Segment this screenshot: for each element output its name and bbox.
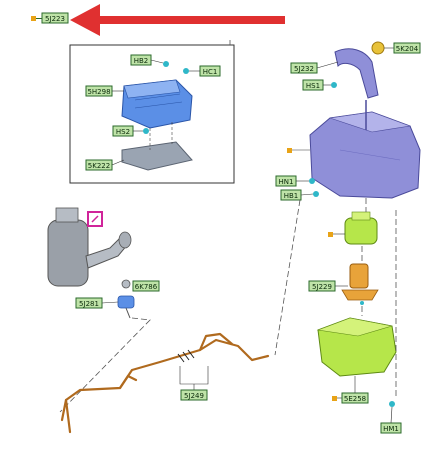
- clip-hb2: [163, 61, 169, 67]
- clip-hs1: [331, 82, 337, 88]
- label-5e258-text: 5E258: [344, 395, 366, 403]
- label-5j281-text: 5J281: [79, 300, 99, 308]
- detail-inset-box: [69, 44, 235, 184]
- red-arrow-icon: [70, 4, 285, 36]
- label-5h298[interactable]: 5H298: [85, 85, 113, 97]
- label-hb2[interactable]: HB2: [130, 54, 152, 66]
- label-hm1[interactable]: HM1: [380, 422, 402, 434]
- label-main[interactable]: 5J223: [41, 12, 69, 24]
- sensor-6k786: [121, 279, 131, 289]
- marker-square: [31, 16, 36, 21]
- marker-square: [287, 148, 292, 153]
- fuel-cap-part: [371, 41, 385, 55]
- marker-square: [328, 232, 333, 237]
- label-5k222-text: 5K222: [88, 162, 110, 170]
- marker-square: [332, 396, 337, 401]
- label-5j232-text: 5J232: [294, 65, 314, 73]
- label-hb1[interactable]: HB1: [280, 189, 302, 201]
- label-5j229[interactable]: 5J229: [308, 280, 336, 292]
- label-hs2-text: HS2: [116, 128, 130, 136]
- magenta-hose-icon: [87, 211, 103, 227]
- label-hb1-text: HB1: [284, 192, 299, 200]
- mounting-bracket-part: [121, 122, 193, 171]
- label-hs1-text: HS1: [306, 82, 320, 90]
- def-tank-part: [316, 317, 397, 377]
- label-hm1-text: HM1: [383, 425, 399, 433]
- def-line-harness: [60, 332, 270, 434]
- label-hs1[interactable]: HS1: [302, 79, 324, 91]
- injector-part: [117, 295, 135, 319]
- label-hs2[interactable]: HS2: [112, 125, 134, 137]
- label-5k204[interactable]: 5K204: [393, 42, 421, 54]
- clip-hn1: [309, 178, 315, 184]
- label-5j229-text: 5J229: [312, 283, 332, 291]
- label-5j232[interactable]: 5J232: [290, 62, 318, 74]
- label-5j249-text: 5J249: [184, 392, 204, 400]
- label-hn1[interactable]: HN1: [275, 175, 297, 187]
- label-5h298-text: 5H298: [87, 88, 110, 96]
- orange-pump-part: [341, 263, 379, 305]
- label-6k786-text: 6K786: [135, 283, 158, 291]
- filler-neck-part: [334, 48, 379, 99]
- label-hc1-text: HC1: [203, 68, 218, 76]
- clip-hc1: [183, 68, 189, 74]
- blue-module-part: [121, 79, 193, 129]
- label-hb2-text: HB2: [134, 57, 149, 65]
- label-hc1[interactable]: HC1: [199, 65, 221, 77]
- label-5k204-text: 5K204: [396, 45, 419, 53]
- label-5j249[interactable]: 5J249: [180, 389, 208, 401]
- dash-connector-left: [59, 317, 151, 413]
- clip-hm1: [389, 401, 395, 407]
- label-6k786[interactable]: 6K786: [132, 280, 160, 292]
- fuel-tank-part: [309, 100, 421, 199]
- pump-module-part: [344, 211, 378, 245]
- harness-break-mark: [177, 349, 195, 363]
- clip-hb1: [313, 191, 319, 197]
- dash-connector-lines: [229, 40, 397, 398]
- label-hn1-text: HN1: [279, 178, 294, 186]
- label-5k222[interactable]: 5K222: [85, 159, 113, 171]
- clip-hs2: [143, 128, 149, 134]
- label-main-text: 5J223: [45, 15, 65, 23]
- label-5e258[interactable]: 5E258: [341, 392, 369, 404]
- label-5j249-bracket: [179, 366, 209, 390]
- label-5j281[interactable]: 5J281: [75, 297, 103, 309]
- exhaust-dpf-part: [47, 207, 132, 287]
